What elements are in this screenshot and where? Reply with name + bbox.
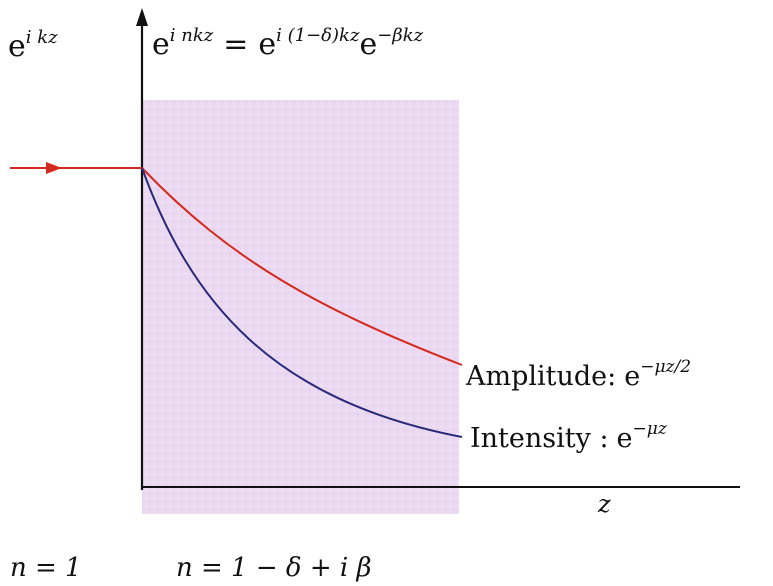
vertical-axis-arrowhead — [136, 8, 148, 26]
medium-region — [142, 100, 459, 514]
index-medium-label: n = 1 − δ + i β — [176, 553, 372, 583]
vacuum-wave-label: ei kz — [8, 27, 58, 64]
z-axis-label: z — [597, 490, 611, 518]
medium-wave-equation: ei nkz=ei (1−δ)kze−βkz — [152, 25, 424, 62]
intensity-label: Intensity :e−μz — [470, 419, 668, 454]
intensity-curve — [141, 167, 463, 438]
incident-wave-arrowhead — [46, 162, 62, 174]
amplitude-curve — [141, 167, 463, 366]
amplitude-label: Amplitude:e−μz/2 — [465, 357, 691, 392]
index-vacuum-label: n = 1 — [10, 553, 82, 583]
